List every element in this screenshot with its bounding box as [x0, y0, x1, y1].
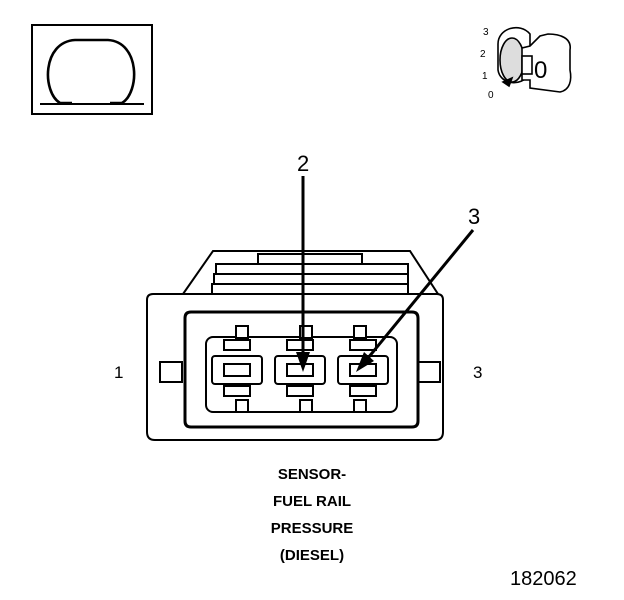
key-position-label: 0	[534, 57, 548, 84]
key-scale-label-3: 3	[483, 27, 489, 38]
key-scale-label-1: 1	[482, 71, 488, 82]
ohm-icon	[31, 24, 153, 115]
caption-line-4: (DIESEL)	[279, 547, 345, 564]
callout-label-pin-3: 3	[468, 204, 481, 229]
pin-label-right: 3	[473, 363, 483, 382]
callout-label-pin-2: 2	[297, 151, 310, 176]
key-scale-label-0: 0	[488, 90, 494, 101]
key-scale-label-2: 2	[480, 49, 486, 60]
connector-caption: SENSOR- FUEL RAIL PRESSURE (DIESEL)	[212, 461, 412, 569]
caption-line-1: SENSOR-	[277, 466, 347, 483]
caption-line-2: FUEL RAIL	[272, 493, 352, 510]
ignition-key-icon	[497, 26, 572, 93]
connector-body	[146, 250, 444, 441]
figure-id: 182062	[510, 568, 577, 590]
caption-line-3: PRESSURE	[270, 520, 354, 537]
callout-arrows	[296, 176, 475, 372]
pin-label-left: 1	[114, 363, 124, 382]
